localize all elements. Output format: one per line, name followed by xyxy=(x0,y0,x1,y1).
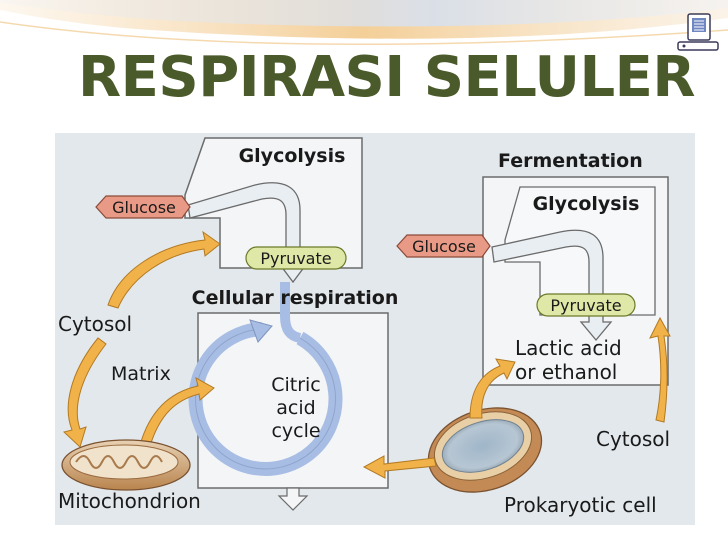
lactic-label-line1: Lactic acid xyxy=(515,336,622,360)
arrow-cell-to-fermentation xyxy=(469,358,516,419)
glucose-label-left: Glucose xyxy=(112,198,176,217)
pyruvate-label-right: Pyruvate xyxy=(550,296,621,315)
citric-label-line3: cycle xyxy=(271,420,320,442)
cellular-respiration-label: Cellular respiration xyxy=(192,287,399,309)
citric-label-line2: acid xyxy=(276,397,315,419)
header-decoration xyxy=(0,0,728,46)
citric-label-line1: Citric xyxy=(271,374,321,396)
mitochondrion-label: Mitochondrion xyxy=(58,489,201,513)
glucose-tag-left xyxy=(95,195,191,219)
cytosol-label-right: Cytosol xyxy=(596,427,670,451)
glycolysis-box-left xyxy=(184,137,363,269)
pyruvate-label-left: Pyruvate xyxy=(260,249,331,268)
fermentation-label: Fermentation xyxy=(498,150,643,172)
pyruvate-tag-left xyxy=(245,246,347,270)
exit-arrow xyxy=(277,487,309,511)
glycolysis-label-right: Glycolysis xyxy=(533,193,640,215)
flow-arrow-glycolysis-right xyxy=(491,229,613,342)
glucose-label-right: Glucose xyxy=(412,237,476,256)
mitochondrion-icon xyxy=(61,439,191,491)
slide-title: RESPIRASI SELULER xyxy=(78,45,696,110)
flow-arrow-glycolysis-left xyxy=(187,182,310,284)
arrow-mito-to-matrix xyxy=(139,377,215,447)
prokaryotic-cell-icon xyxy=(427,407,543,493)
cytosol-label-left: Cytosol xyxy=(58,312,132,336)
arrow-cell-to-mitobox xyxy=(362,455,437,479)
computer-icon xyxy=(677,13,719,51)
glycolysis-label-left: Glycolysis xyxy=(239,145,346,167)
pyruvate-tag-right xyxy=(536,293,636,317)
prokaryotic-cell-label: Prokaryotic cell xyxy=(504,493,657,517)
connector-into-cycle xyxy=(280,282,302,343)
lactic-label-line2: or ethanol xyxy=(515,360,617,384)
matrix-label: Matrix xyxy=(111,363,171,385)
cycle-arrowhead xyxy=(249,319,273,343)
arrow-cytosol-to-glycolysis xyxy=(107,230,221,309)
arrow-cytosol-up xyxy=(649,316,671,423)
glucose-tag-right xyxy=(396,234,491,258)
